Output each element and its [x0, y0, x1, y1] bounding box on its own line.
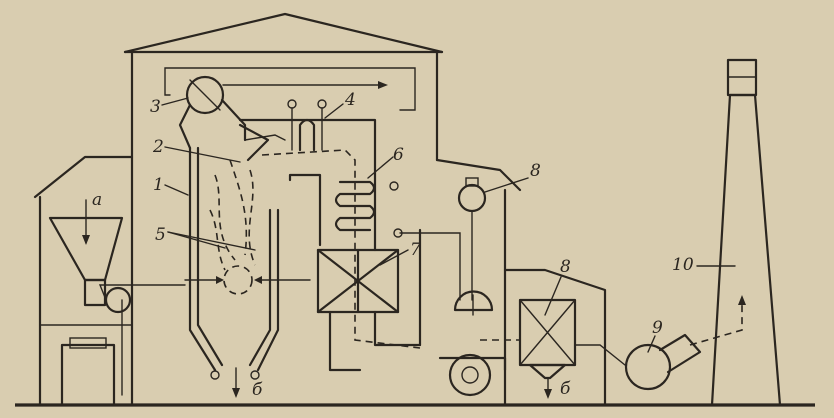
label-ash-right: б: [560, 379, 571, 399]
header-left: [210, 370, 220, 380]
far-right-annex: [503, 268, 607, 407]
screen-leader: [164, 146, 241, 163]
burner-icon: [223, 265, 253, 295]
chimney-body: [710, 93, 782, 407]
main-roof: [123, 12, 444, 54]
flame-line-4: [209, 209, 226, 271]
drum-leader: [161, 97, 189, 106]
furnace-left-tube-inner: [196, 146, 224, 367]
air-arrow-right: [254, 276, 262, 284]
furnace-right-tube-outer: [248, 208, 272, 367]
gas-to-chimney: [689, 300, 743, 346]
dust-arrow-head: [544, 389, 552, 399]
label-burners: 5: [155, 225, 166, 245]
fd-fan-motor: [465, 177, 479, 187]
label-ash-left: б: [252, 380, 263, 400]
label-drum: 3: [150, 97, 161, 117]
exhaust-fan-inlet: [574, 344, 626, 366]
label-air-heater: 7: [410, 240, 421, 260]
flue-duct-right: [373, 310, 422, 347]
label-exhaust-fan: 9: [652, 318, 663, 338]
superheater-leader: [324, 103, 344, 119]
gas-path-inner-wall: [288, 173, 322, 247]
label-fuel-input: a: [92, 190, 102, 210]
label-superheater: 4: [344, 90, 356, 110]
flue-fan-duct: [438, 356, 507, 372]
flame-line-3: [248, 169, 256, 266]
label-furnace-walls: 1: [153, 175, 164, 195]
economizer-coil: [334, 180, 376, 232]
economizer-valve: [389, 181, 399, 191]
label-screen-tubes: 2: [152, 137, 164, 157]
exhaust-fan-icon: [624, 343, 672, 391]
air-heater-leader: [379, 249, 409, 266]
gas-flow-path: [261, 149, 421, 349]
superheater-valve-1: [287, 99, 297, 109]
mill-fan-duct: [98, 284, 186, 301]
flue-fan-hub: [461, 366, 479, 384]
drum-cross: [189, 79, 221, 111]
mill-body: [60, 343, 116, 407]
header-right: [250, 370, 260, 380]
flame-line-1: [214, 174, 236, 261]
left-annex-roof: [33, 155, 134, 199]
dust-collector-hopper: [528, 363, 567, 380]
label-chimney: 10: [672, 255, 694, 275]
dust-collector-diag-2: [519, 299, 576, 366]
screen-tubes: [238, 123, 270, 162]
flue-fan-icon: [448, 353, 492, 397]
fd-fan-leader: [484, 177, 529, 193]
riser-right: [220, 98, 247, 142]
ash-arrow-head: [232, 388, 240, 398]
superheater-coil: [298, 118, 316, 152]
exhaust-fan-leader: [647, 335, 656, 353]
furnace-right-tube-inner: [256, 208, 280, 372]
drum-icon: [185, 75, 225, 115]
hot-air-duct: [399, 232, 461, 301]
flue-duct-left: [328, 310, 362, 372]
air-blower-icon: [453, 290, 494, 312]
label-fan-small: 8: [530, 161, 541, 181]
label-dust-collector: 8: [560, 257, 571, 277]
flame-line-2: [229, 159, 248, 256]
burner-leader-2: [167, 231, 256, 251]
furnace-leader: [164, 184, 189, 196]
fd-fan-icon: [457, 183, 487, 213]
label-economizer: 6: [393, 145, 404, 165]
hopper-outlet: [83, 278, 107, 307]
air-arrow-left: [216, 276, 224, 284]
dust-collector-leader: [544, 276, 562, 316]
mill-fan-icon: [104, 286, 132, 314]
fuel-arrow-head: [82, 235, 90, 245]
mill-top: [69, 337, 107, 349]
steam-out-arrow: [378, 81, 388, 89]
chimney-arrow: [738, 295, 746, 305]
steam-pipe-top: [164, 67, 416, 111]
riser-left: [178, 103, 192, 150]
screen-tubes-top: [244, 134, 286, 141]
furnace-left-tube-outer: [188, 146, 217, 372]
economizer-leader: [367, 156, 394, 179]
gas-path-top-wall: [238, 118, 377, 252]
superheater-valve-2: [317, 99, 327, 109]
